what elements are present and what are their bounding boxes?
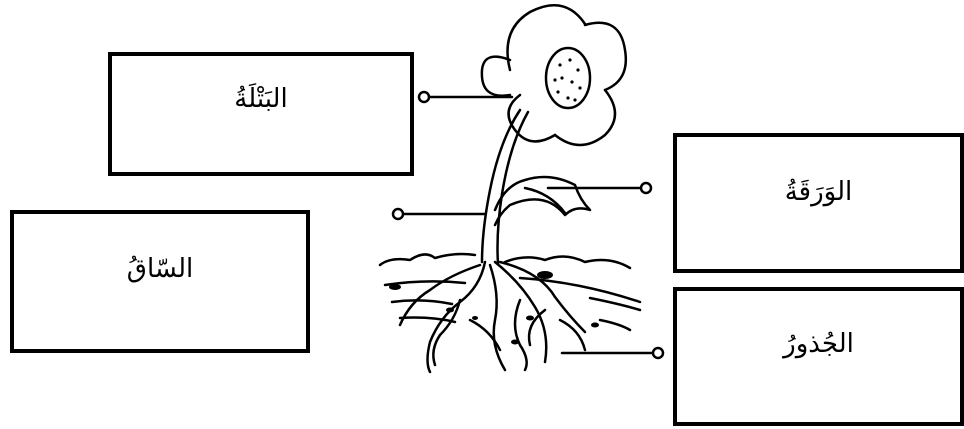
soil-ground: [378, 252, 642, 332]
leader-lines: [402, 95, 654, 355]
stem-drawing: [480, 108, 530, 266]
roots-drawing: [398, 260, 587, 374]
leaf-label-box: الوَرَقَةُ: [673, 133, 964, 273]
leaf-label: الوَرَقَةُ: [784, 177, 853, 207]
flower-drawing: [480, 4, 628, 147]
flower-center-dots: [553, 58, 582, 102]
leader-endpoints: [391, 90, 665, 360]
leaf-drawing: [493, 175, 592, 227]
soil-pebbles: [389, 271, 599, 345]
petal-label: البَتْلَةُ: [234, 84, 288, 114]
petal-label-box: البَتْلَةُ: [108, 52, 414, 176]
stem-label: السّاقُ: [126, 254, 194, 284]
roots-label: الجُذورُ: [783, 329, 854, 359]
stem-label-box: السّاقُ: [10, 210, 310, 353]
roots-label-box: الجُذورُ: [673, 287, 964, 426]
